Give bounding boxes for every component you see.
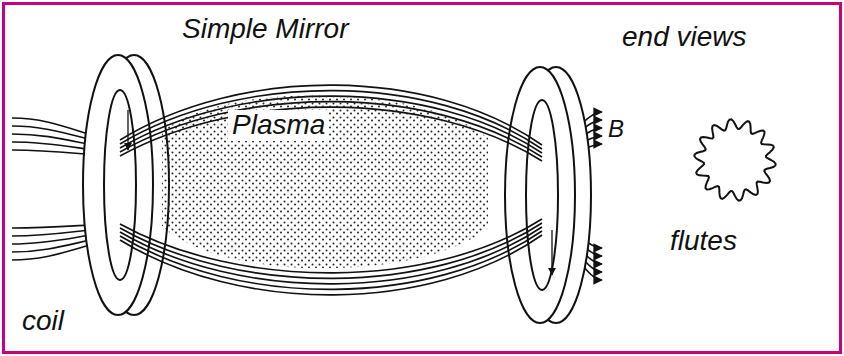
region-label: Plasma xyxy=(228,110,329,141)
instability-label: flutes xyxy=(670,226,737,257)
plasma-stipple xyxy=(150,60,500,310)
figure-title: Simple Mirror xyxy=(182,14,348,45)
fluted-end-view xyxy=(694,119,775,200)
part-name: coil xyxy=(22,306,64,337)
plasma-region: Plasma xyxy=(150,60,500,310)
right-coil xyxy=(505,67,591,323)
field-lines-through-coil xyxy=(120,85,542,295)
field-symbol: B xyxy=(608,116,624,142)
left-coil xyxy=(83,55,169,315)
view-label: end views xyxy=(622,22,747,53)
